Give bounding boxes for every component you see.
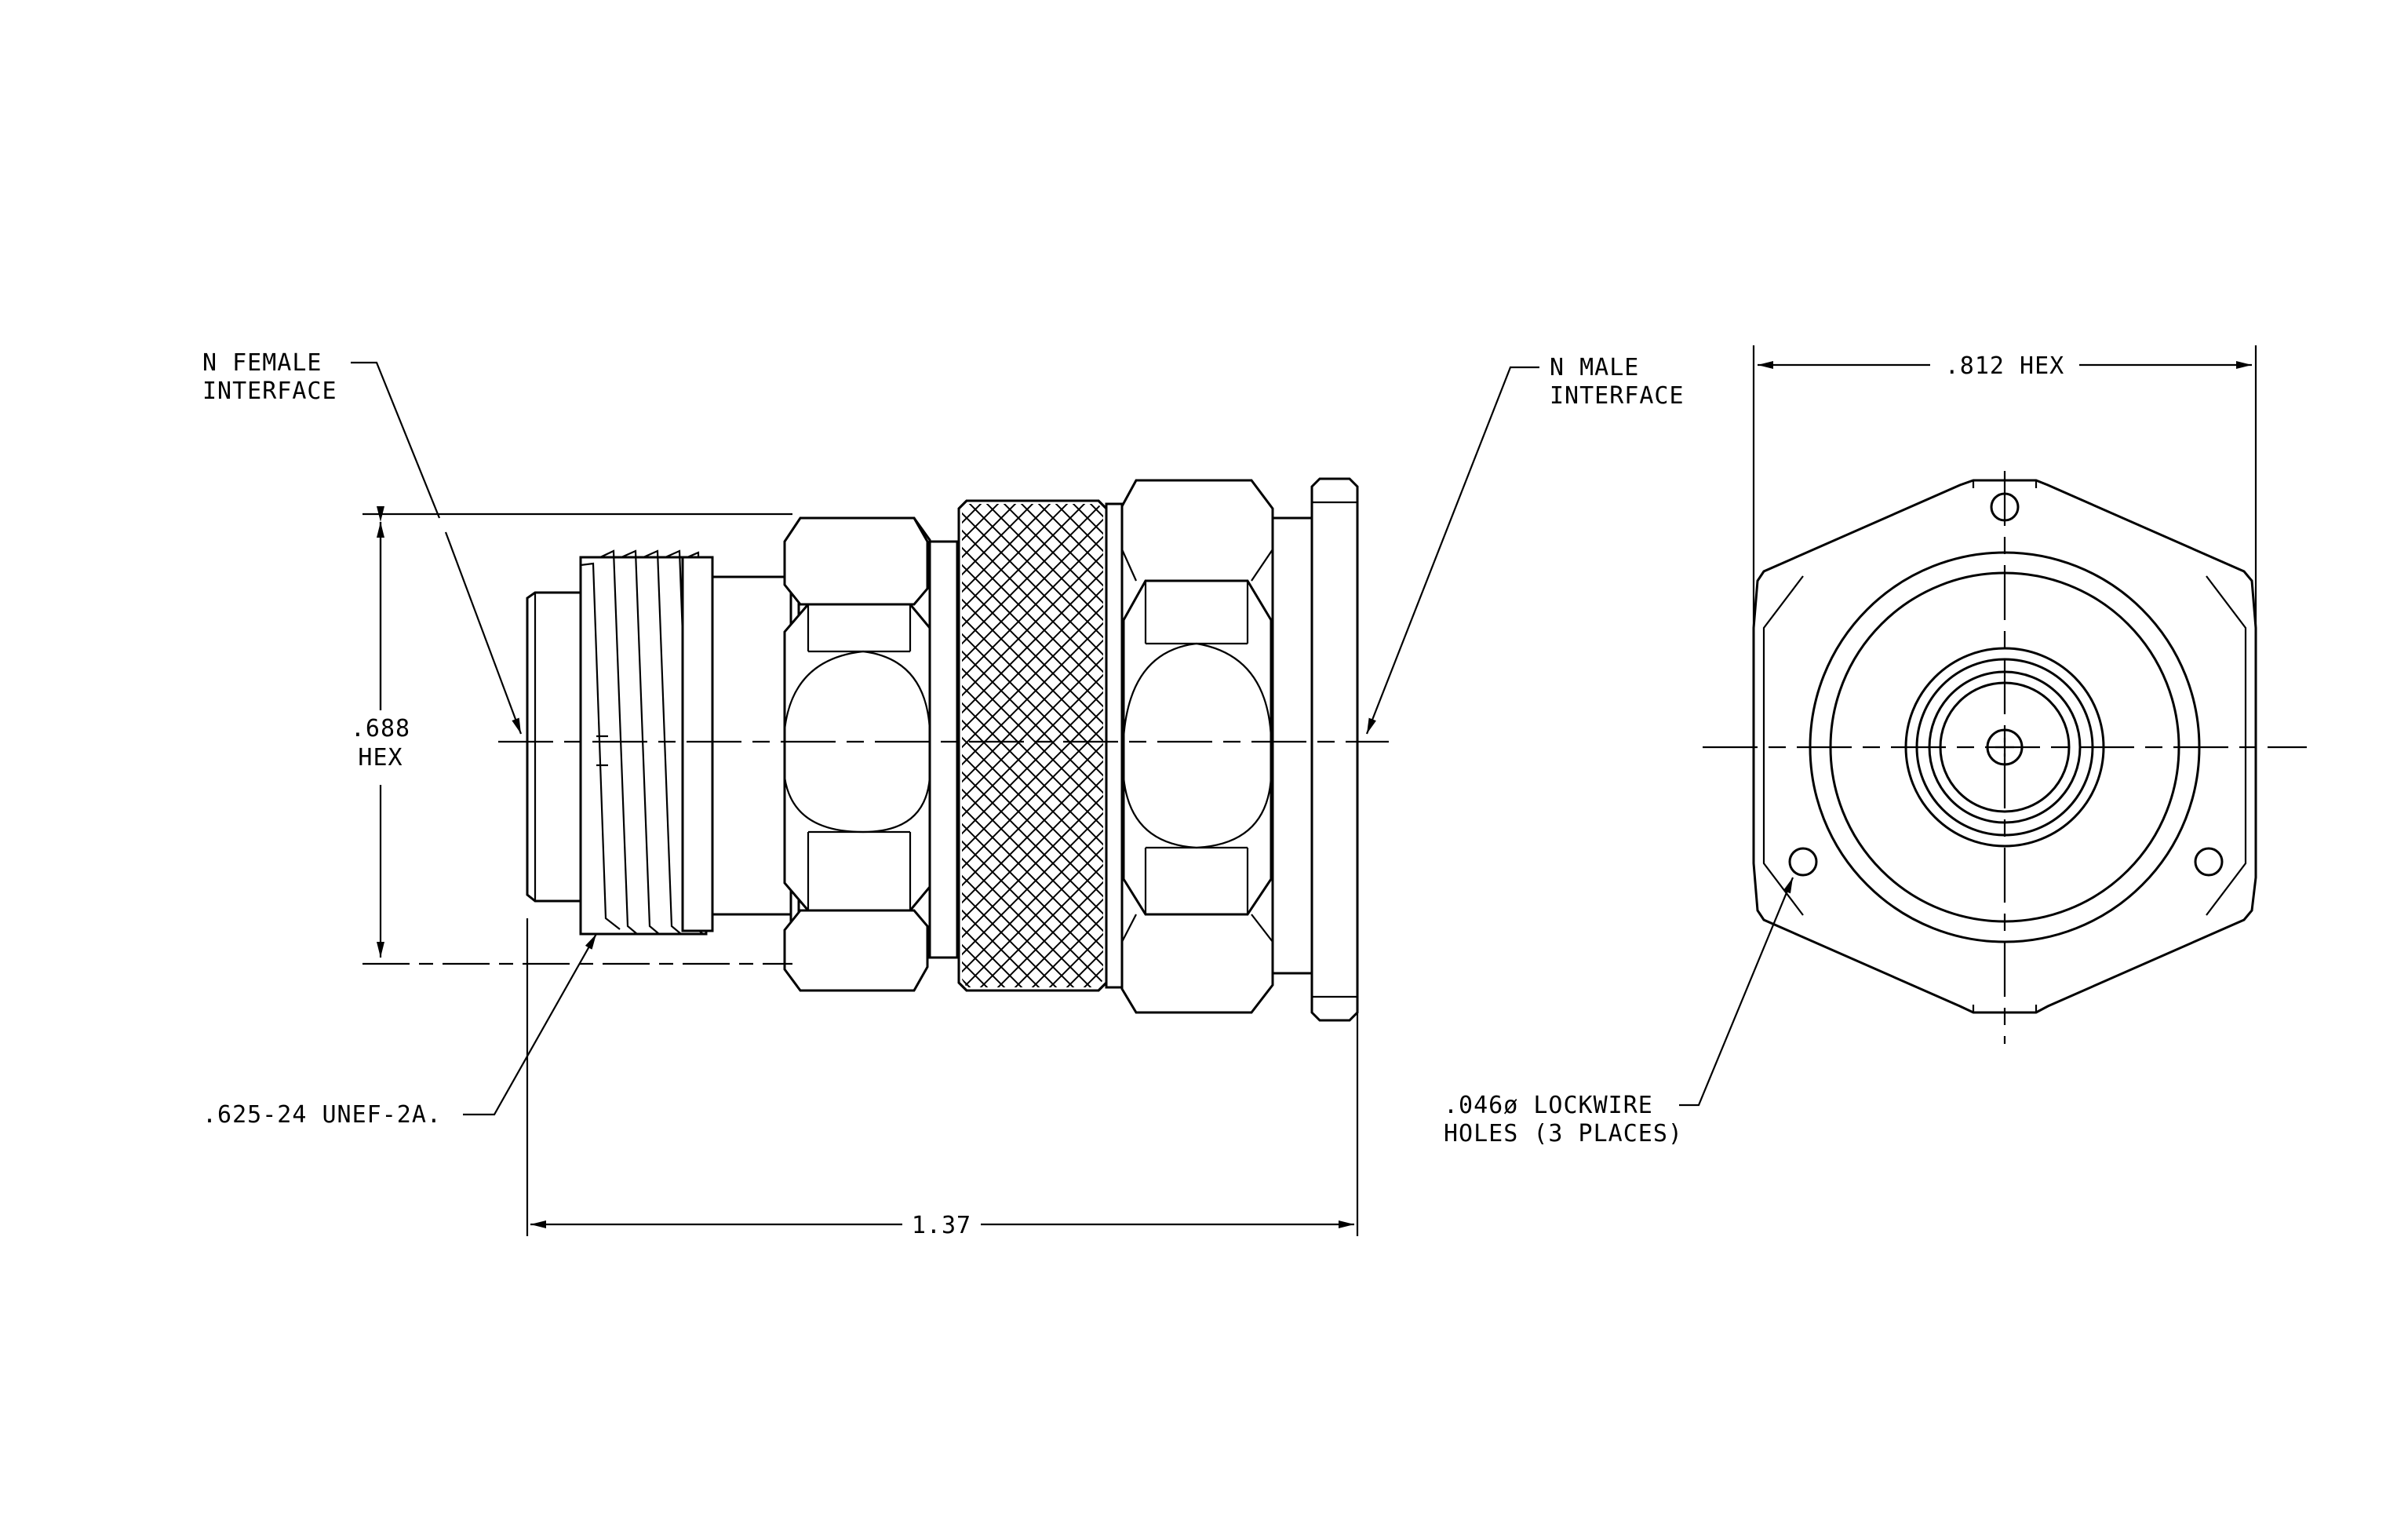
n-male-line1: N MALE xyxy=(1550,354,1639,381)
knurled-coupling-nut xyxy=(957,499,1108,992)
n-female-line2: INTERFACE xyxy=(202,378,337,405)
callout-n-female: N FEMALE INTERFACE xyxy=(202,349,523,735)
threaded-section xyxy=(579,549,714,936)
callout-n-male: N MALE INTERFACE xyxy=(1365,354,1685,735)
thread-spec: .625-24 UNEF-2A. xyxy=(202,1101,442,1129)
end-view xyxy=(1703,345,2307,1044)
n-female-line1: N FEMALE xyxy=(202,349,322,377)
n-male-line2: INTERFACE xyxy=(1550,382,1685,410)
hex-812-side xyxy=(1120,479,1274,1014)
dim-688-hex: .688 HEX xyxy=(351,506,410,958)
hex-688 xyxy=(783,516,931,992)
male-body xyxy=(1271,477,1359,1022)
side-view xyxy=(362,477,1389,1236)
length-value: 1.37 xyxy=(912,1212,971,1239)
lockwire-hole-left xyxy=(1788,847,1818,877)
female-nose xyxy=(526,591,582,903)
rear-ring xyxy=(1105,502,1124,989)
spacer-ring xyxy=(928,540,959,959)
callout-thread: .625-24 UNEF-2A. xyxy=(202,933,597,1129)
lockwire-hole-right xyxy=(2194,847,2224,877)
dim-length: 1.37 xyxy=(530,1212,1354,1239)
hex-688-label: HEX xyxy=(358,744,403,772)
callout-lockwire: .046ø LOCKWIRE HOLES (3 PLACES) xyxy=(1444,877,1794,1147)
dim-812-hex: .812 HEX xyxy=(1758,352,2252,380)
hex-812-label: .812 HEX xyxy=(1945,352,2065,380)
lockwire-line1: .046ø LOCKWIRE xyxy=(1444,1092,1653,1119)
hex-688-value: .688 xyxy=(351,715,410,742)
lockwire-line2: HOLES (3 PLACES) xyxy=(1444,1120,1683,1147)
